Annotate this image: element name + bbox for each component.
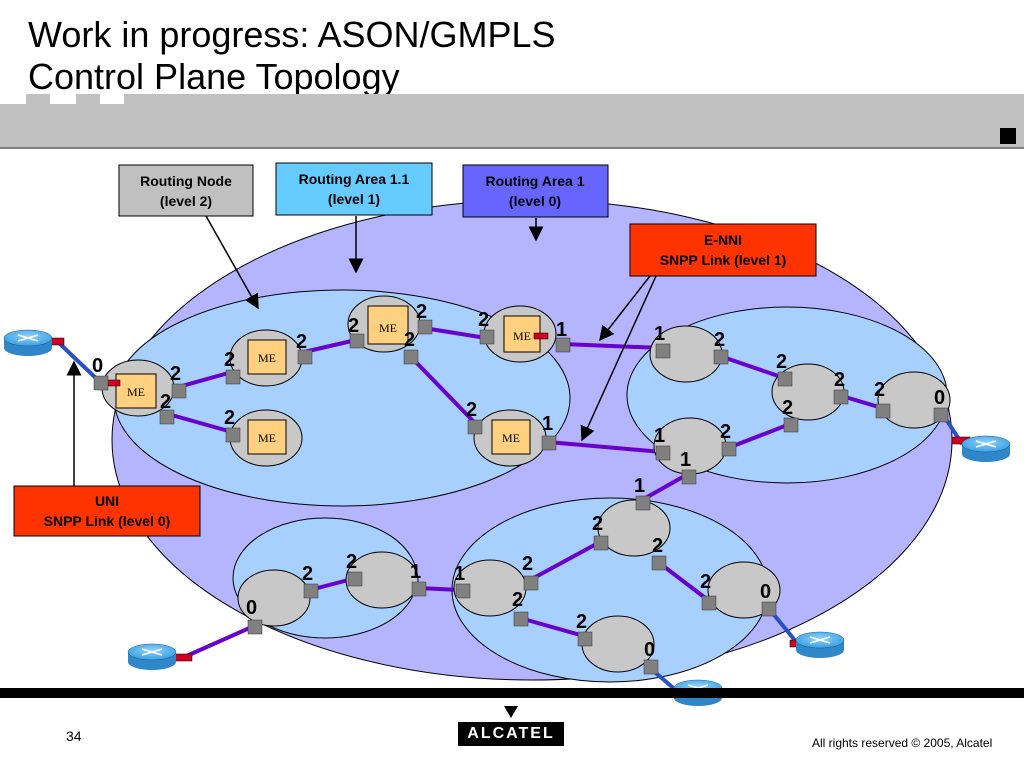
callout-text: UNI (95, 493, 119, 509)
svg-text:2: 2 (576, 611, 587, 633)
page-title: Work in progress: ASON/GMPLS Control Pla… (28, 14, 556, 98)
svg-text:0: 0 (934, 387, 945, 409)
node (877, 371, 951, 429)
svg-text:2: 2 (416, 301, 427, 323)
svg-text:0: 0 (92, 355, 103, 377)
callout-text: SNPP Link (level 1) (660, 252, 787, 268)
logo-triangle-icon (504, 706, 518, 718)
me-label: ME (513, 329, 531, 343)
svg-text:2: 2 (170, 363, 181, 385)
me-boxes: ME ME ME ME ME ME (115, 305, 541, 455)
svg-text:2: 2 (874, 379, 885, 401)
alcatel-logo: ALCATEL (458, 722, 564, 746)
callout-routing-node: Routing Node (level 2) (118, 164, 254, 217)
svg-text:2: 2 (478, 309, 489, 331)
svg-text:2: 2 (466, 399, 477, 421)
me-label: ME (502, 431, 520, 445)
me-label: ME (379, 321, 397, 335)
callout-enni: E-NNI SNPP Link (level 1) (629, 223, 817, 277)
router-icon (961, 435, 1011, 462)
node (597, 499, 671, 557)
svg-text:2: 2 (782, 397, 793, 419)
router-icons (3, 329, 1011, 706)
svg-text:1: 1 (680, 449, 691, 471)
svg-text:2: 2 (160, 391, 171, 413)
callout-text: Routing Node (140, 173, 232, 189)
header-divider (0, 147, 1024, 149)
svg-text:2: 2 (302, 563, 313, 585)
footer-bar (0, 688, 1024, 698)
svg-text:2: 2 (522, 553, 533, 575)
svg-text:2: 2 (296, 331, 307, 353)
callout-text: (level 2) (160, 193, 212, 209)
svg-text:2: 2 (714, 329, 725, 351)
svg-text:1: 1 (556, 319, 567, 341)
me-label: ME (127, 385, 145, 399)
callout-text: E-NNI (704, 232, 742, 248)
svg-text:2: 2 (720, 421, 731, 443)
svg-text:1: 1 (654, 323, 665, 345)
svg-text:2: 2 (834, 369, 845, 391)
svg-text:2: 2 (346, 551, 357, 573)
page-number: 34 (66, 728, 82, 744)
router-icon (3, 329, 53, 356)
svg-text:2: 2 (776, 351, 787, 373)
svg-text:1: 1 (542, 413, 553, 435)
svg-text:2: 2 (224, 407, 235, 429)
svg-text:2: 2 (652, 535, 663, 557)
callout-text: Routing Area 1 (485, 173, 584, 189)
svg-text:1: 1 (634, 475, 645, 497)
title-line-2: Control Plane Topology (28, 56, 400, 97)
me-label: ME (258, 351, 276, 365)
svg-text:2: 2 (700, 571, 711, 593)
callout-uni: UNI SNPP Link (level 0) (13, 485, 201, 537)
level-numbers: 0 2 2 2 2 2 2 2 2 2 1 2 1 1 2 2 2 2 0 2 … (92, 301, 945, 661)
callout-text: Routing Area 1.1 (299, 171, 410, 187)
ports (93, 319, 949, 675)
svg-text:2: 2 (348, 315, 359, 337)
node (345, 551, 419, 609)
router-icon (795, 631, 845, 658)
svg-text:2: 2 (512, 589, 523, 611)
callout-routing-area-1-1: Routing Area 1.1 (level 1) (275, 162, 433, 216)
header-band-top (124, 94, 1024, 104)
svg-text:2: 2 (592, 513, 603, 535)
callout-arrows (66, 215, 657, 486)
svg-text:1: 1 (454, 563, 465, 585)
copyright: All rights reserved © 2005, Alcatel (812, 736, 993, 750)
svg-text:2: 2 (404, 329, 415, 351)
router-icon (127, 643, 177, 670)
svg-text:2: 2 (224, 349, 235, 371)
callout-text: SNPP Link (level 0) (44, 513, 171, 529)
svg-text:0: 0 (246, 597, 257, 619)
svg-text:0: 0 (644, 639, 655, 661)
bullet-square-icon (1000, 128, 1016, 144)
callout-text: (level 0) (509, 193, 561, 209)
svg-text:1: 1 (410, 561, 421, 583)
callout-routing-area-1: Routing Area 1 (level 0) (462, 164, 609, 218)
header-band (0, 104, 1024, 148)
svg-text:1: 1 (654, 425, 665, 447)
title-line-1: Work in progress: ASON/GMPLS (28, 14, 556, 55)
me-label: ME (258, 431, 276, 445)
callout-text: (level 1) (328, 191, 380, 207)
svg-text:0: 0 (760, 581, 771, 603)
